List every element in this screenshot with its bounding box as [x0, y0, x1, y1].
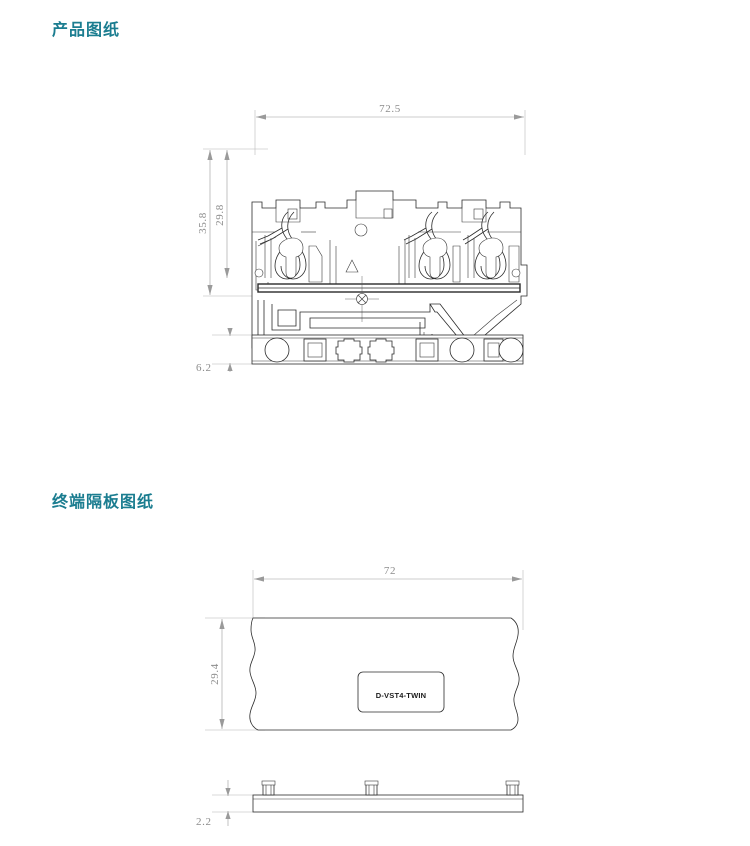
- dimension-plate-height: 29.4: [205, 617, 265, 731]
- product-drawing-figure: 72.5 35.8 29.8: [196, 103, 528, 374]
- plate-tab-right: [505, 780, 520, 796]
- dimension-label-overall-width: 72.5: [379, 103, 401, 115]
- separator-drawing-figure: 72 29.4 D-VST4-TWIN: [196, 565, 524, 828]
- dimension-label-overall-height: 35.8: [197, 212, 209, 234]
- dimension-overall-width: 72.5: [254, 103, 526, 155]
- spring-clamp-middle: [403, 211, 461, 283]
- terminal-block-cross-section: [251, 190, 528, 359]
- spring-clamp-left: [255, 211, 323, 291]
- part-label-text: D-VST4-TWIN: [376, 691, 427, 700]
- dimension-label-top-view-thickness: 6.2: [196, 362, 212, 374]
- plate-tab-left: [261, 780, 276, 796]
- part-label-box: [357, 671, 445, 713]
- spring-clamp-right: [462, 211, 520, 283]
- dimension-label-plate-thickness: 2.2: [196, 816, 212, 828]
- center-mark: [345, 276, 379, 322]
- separator-plate-front-view: D-VST4-TWIN: [249, 617, 520, 731]
- conductor-rail: [257, 283, 521, 293]
- separator-plate-top-view: 2.2: [196, 780, 524, 828]
- plate-tab-center: [364, 780, 379, 796]
- page-title-product-drawing: 产品图纸: [52, 20, 121, 39]
- dimension-label-plate-height: 29.4: [209, 663, 221, 685]
- dimension-label-body-height: 29.8: [214, 204, 226, 226]
- dimension-plate-thickness: 2.2: [196, 780, 253, 828]
- dimension-top-view-thickness: 6.2: [196, 328, 252, 374]
- dimension-overall-height: 35.8: [197, 148, 268, 297]
- dimension-plate-width: 72: [252, 565, 524, 630]
- product-top-view: 6.2: [196, 328, 524, 374]
- page-title-separator-drawing: 终端隔板图纸: [52, 492, 155, 511]
- dimension-label-plate-width: 72: [384, 565, 396, 577]
- dimension-body-height: 29.8: [214, 150, 230, 278]
